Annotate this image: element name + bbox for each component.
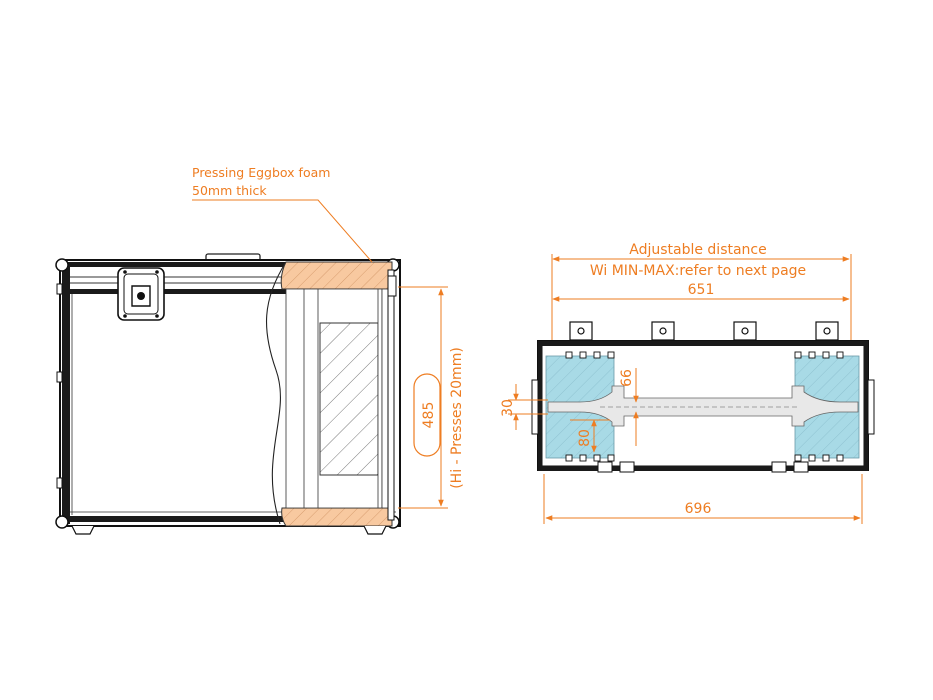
break-line bbox=[265, 261, 287, 525]
hatched-panel bbox=[319, 322, 379, 476]
dim-80: 80 bbox=[577, 429, 593, 447]
outer-width: 696 bbox=[685, 501, 712, 517]
annotation-line1: Pressing Eggbox foam bbox=[192, 165, 330, 180]
height-value-badge bbox=[413, 373, 441, 457]
corner-top-left bbox=[55, 258, 69, 272]
adjustable-line1: Adjustable distance bbox=[629, 242, 767, 258]
height-dimension: 485 (Hi - Presses 20mm) bbox=[398, 286, 465, 509]
annotation-line2: 50mm thick bbox=[192, 183, 267, 198]
height-note: (Hi - Presses 20mm) bbox=[449, 347, 465, 489]
corner-bottom-left bbox=[55, 515, 69, 529]
height-value: 485 bbox=[421, 402, 437, 429]
top-view: Adjustable distance Wi MIN-MAX:refer to … bbox=[500, 242, 875, 524]
front-view bbox=[55, 253, 401, 535]
butterfly-latch-icon bbox=[117, 267, 165, 321]
dim-66: 66 bbox=[619, 369, 635, 387]
foam-annotation: Pressing Eggbox foam 50mm thick bbox=[192, 165, 373, 263]
adjustable-line2: Wi MIN-MAX:refer to next page bbox=[590, 263, 806, 279]
inner-width: 651 bbox=[688, 282, 715, 298]
dim-30: 30 bbox=[500, 399, 516, 417]
hinge-icons bbox=[569, 321, 839, 341]
